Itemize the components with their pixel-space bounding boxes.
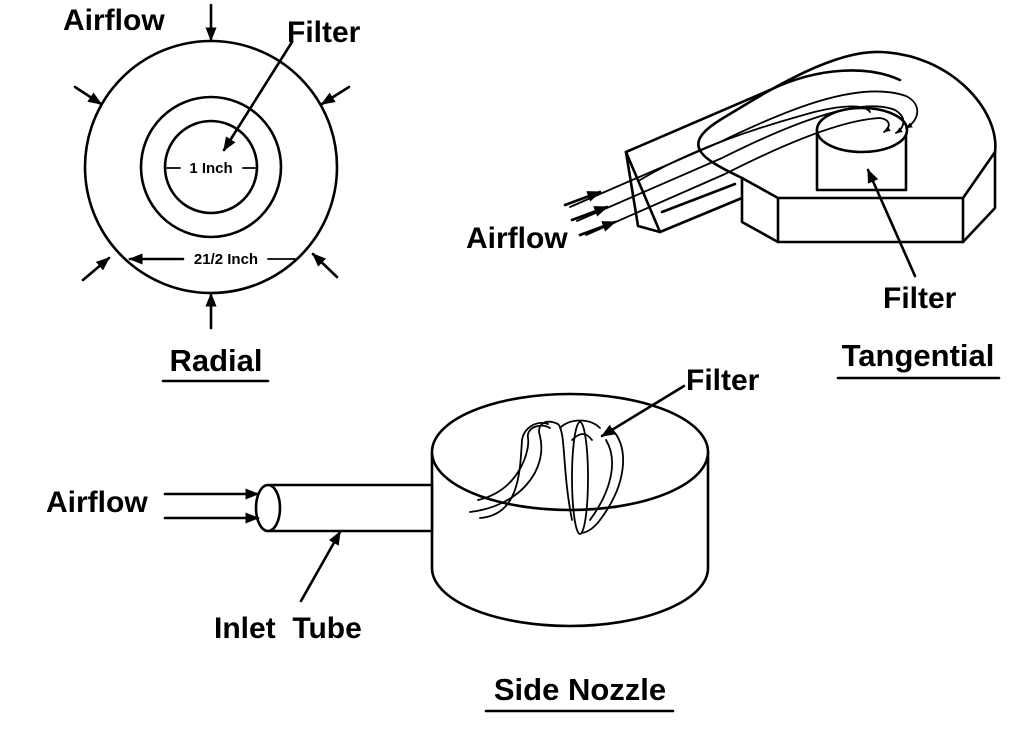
tangential-inlet-duct	[624, 69, 902, 154]
radial-inner-dimension: 1 Inch	[189, 160, 232, 177]
tangential-panel: Airflow Filter Tangential	[466, 50, 1001, 380]
tangential-streamlines	[563, 90, 919, 237]
side-nozzle-caption: Side Nozzle	[494, 672, 666, 707]
housing-scroll	[697, 50, 997, 180]
tangential-filter-label: Filter	[883, 282, 957, 315]
radial-airflow-label: Airflow	[63, 4, 165, 37]
radial-airflow-arrows	[73, 3, 351, 330]
side-nozzle-filter	[469, 419, 625, 535]
radial-panel: 1 Inch 21/2 Inch Airflow Filter Radial	[63, 3, 361, 383]
nozzle-drum-top	[430, 392, 710, 512]
inlet-tube-label: Inlet Tube	[214, 612, 362, 645]
tangential-caption: Tangential	[842, 338, 995, 373]
middle-circle	[139, 95, 283, 239]
tangential-airflow-label: Airflow	[466, 222, 568, 255]
side-nozzle-panel: Airflow Filter Inlet Tube Side Nozzle	[46, 364, 760, 713]
radial-filter-label: Filter	[287, 16, 361, 49]
radial-caption: Radial	[169, 343, 262, 378]
inlet-tube	[268, 483, 434, 533]
inlet-tube-mouth	[254, 483, 282, 533]
filter-circle	[163, 119, 259, 215]
side-nozzle-airflow-label: Airflow	[46, 486, 148, 519]
radial-outer-dimension: 21/2 Inch	[194, 251, 258, 268]
side-nozzle-filter-label: Filter	[686, 364, 760, 397]
